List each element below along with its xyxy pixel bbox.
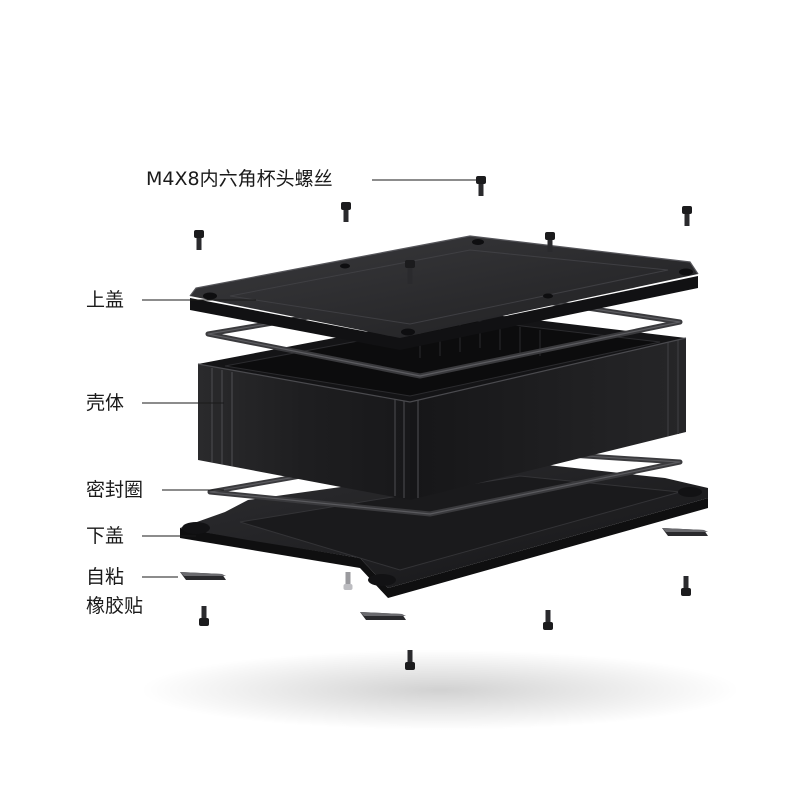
- label-seal-ring: 密封圈: [86, 479, 144, 501]
- screw: [545, 232, 555, 252]
- bottom-cover: [180, 462, 708, 598]
- floor-shadow: [140, 650, 740, 730]
- top-screws: [194, 176, 692, 284]
- label-bottom-cover: 下盖: [86, 525, 125, 547]
- screw: [476, 176, 486, 196]
- label-rubber-pad-line1: 自粘: [86, 566, 125, 588]
- screw: [199, 606, 209, 626]
- label-shell: 壳体: [86, 392, 125, 414]
- screw: [682, 206, 692, 226]
- mount-hole: [368, 574, 396, 586]
- screw-silver: [343, 572, 353, 590]
- screw-hole: [543, 293, 553, 299]
- bottom-screws: [199, 572, 691, 670]
- screw: [405, 260, 415, 284]
- mount-hole: [678, 487, 702, 497]
- screw-hole: [679, 268, 693, 276]
- leader-lines: [142, 179, 476, 578]
- mount-hole: [182, 522, 210, 534]
- screw: [543, 610, 553, 630]
- screw: [405, 650, 415, 670]
- screw: [194, 230, 204, 250]
- label-screws: M4X8内六角杯头螺丝: [146, 168, 333, 190]
- top-cover: [189, 235, 699, 350]
- screw-hole: [203, 292, 217, 300]
- screw-hole: [472, 239, 484, 245]
- screw: [341, 202, 351, 222]
- screw-hole: [340, 263, 350, 269]
- label-rubber-pad-line2: 橡胶贴: [86, 595, 144, 617]
- rubber-pads: [180, 528, 708, 620]
- screw: [681, 576, 691, 596]
- label-top-cover: 上盖: [86, 289, 125, 311]
- shell-body: [197, 312, 687, 500]
- screw-hole: [401, 328, 415, 336]
